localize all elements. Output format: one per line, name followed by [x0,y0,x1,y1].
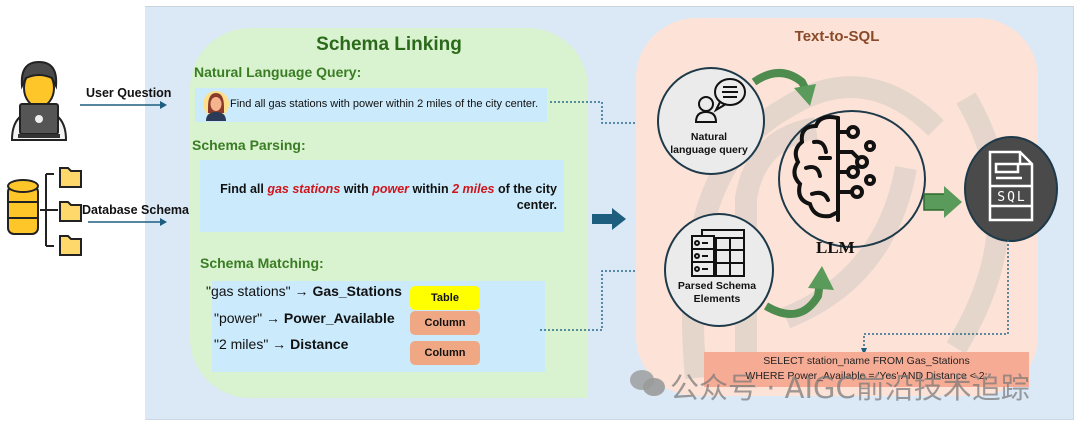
llm-label: LLM [816,238,855,257]
nl-query-node [657,67,765,175]
parsed-schema-node [664,213,774,327]
sql-query-box: SELECT station_name FROM Gas_Stations WH… [704,352,1029,387]
speech-user-icon [694,78,746,123]
brain-circuit-icon [792,115,876,222]
schema-match-row: "2 miles" → Distance [214,336,348,352]
user-question-arrow [80,101,167,109]
flow-arrow-icon [592,208,626,230]
parsed-schema-node-label: Parsed Schema Elements [664,280,770,306]
watermark-text: 公众号 · AIGC前沿技术追踪 [670,371,1030,405]
database-schema-label: Database Schema [82,203,190,217]
column-tag: Column [410,311,480,335]
nl-query-text: Find all gas stations with power within … [230,98,539,110]
parsed-text-segment: of the city center. [494,182,557,212]
highlighted-term: gas stations [267,182,341,196]
nl-query-node-label: Natural language query [657,131,761,157]
parsed-text-segment: with [340,182,373,196]
sql-line-1: SELECT station_name FROM Gas_Stations [763,355,970,367]
schema-parsing-box [200,160,564,232]
match-target: Power_Available [283,310,395,326]
sql-icon-text: SQL [997,190,1027,205]
nl-query-box [195,88,547,122]
match-phrase: "power" → [214,310,284,326]
parsed-text-segment: Find all [220,182,268,196]
schema-matching-box [212,281,545,372]
nl-query-node-line-2: language query [670,144,748,156]
nl-query-node-line-1: Natural [690,131,728,143]
schema-parsing-text: Find all gas stations with power within … [212,181,557,213]
woman-avatar-icon [203,91,229,121]
wechat-icon [630,370,665,396]
column-tag: Column [410,341,480,365]
parsed-schema-line-1: Parsed Schema [677,280,757,292]
schema-linking-title: Schema Linking [316,34,462,55]
curved-arrow-nl-to-llm [751,69,816,106]
sql-file-icon [988,150,1034,222]
curved-arrow-schema-to-llm [763,266,834,318]
database-schema-icon [7,167,82,256]
table-tag: Table [410,286,480,310]
match-phrase: "gas stations" → [206,283,313,299]
schema-matching-heading: Schema Matching: [200,255,324,271]
highlighted-term: 2 miles [452,182,495,196]
text-to-sql-title: Text-to-SQL [794,28,880,45]
sql-dotted-connector [861,240,1009,355]
database-schema-arrow [88,218,167,226]
parsed-text-segment: within [409,182,453,196]
sql-line-2: WHERE Power_Available = 'Yes' AND Distan… [745,370,988,382]
schema-match-row: "power" → Power_Available [214,310,395,326]
schema-match-row: "gas stations" → Gas_Stations [206,283,402,299]
user-question-label: User Question [86,86,172,100]
parsed-schema-line-2: Elements [693,293,741,305]
highlighted-term: power [372,182,410,196]
match-phrase: "2 miles" → [214,336,291,352]
llm-node [778,110,926,248]
match-target: Distance [290,336,349,352]
nl-query-heading: Natural Language Query: [194,64,362,80]
schema-parsing-heading: Schema Parsing: [192,137,306,153]
user-laptop-icon [10,60,68,141]
match-target: Gas_Stations [312,283,402,299]
schema-table-icon [691,229,745,277]
llm-to-sql-arrow [923,186,962,218]
sql-output-node [964,136,1058,242]
